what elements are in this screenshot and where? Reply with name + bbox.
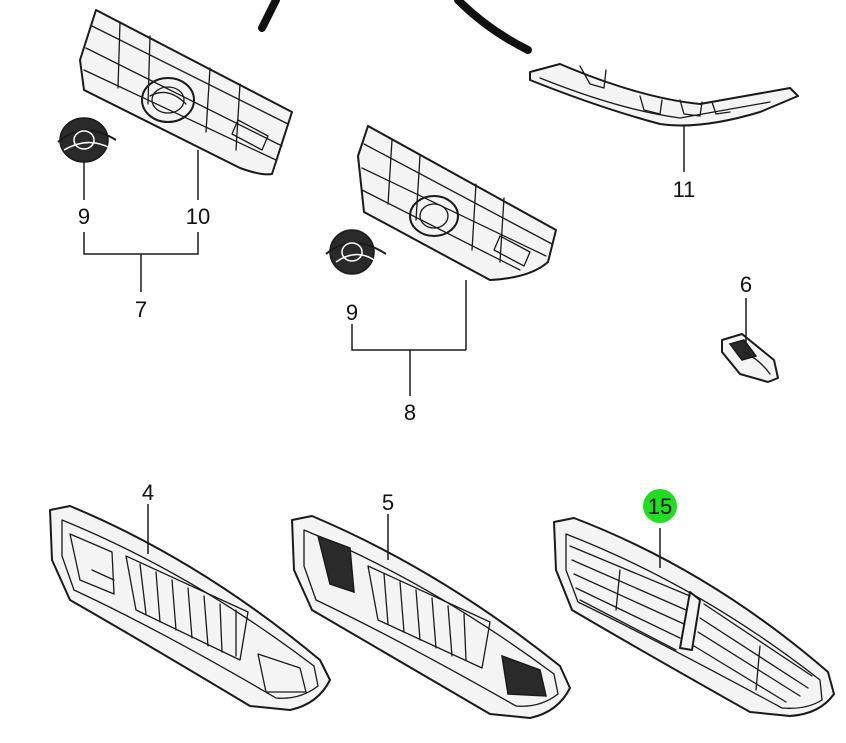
badge-part-6[interactable]: [721, 333, 779, 383]
callout-9-left: 9: [78, 204, 90, 229]
lower-grille-part-4[interactable]: [49, 505, 331, 711]
callout-15[interactable]: 15: [648, 494, 672, 519]
leader-lines-8: [351, 280, 467, 396]
grille-insert-part-15[interactable]: [553, 517, 835, 717]
callout-15-highlight: [643, 489, 677, 523]
grille-part-10[interactable]: [79, 9, 293, 176]
callout-8: 8: [404, 400, 416, 425]
callout-11: 11: [673, 177, 696, 202]
callout-5: 5: [382, 490, 394, 515]
partial-part-top: [258, 0, 532, 54]
moulding-part-11[interactable]: [529, 63, 799, 127]
emblem-part-9-left[interactable]: [57, 117, 117, 163]
callout-7: 7: [135, 297, 147, 322]
callout-10: 10: [186, 204, 210, 229]
lower-grille-part-5[interactable]: [291, 515, 571, 719]
callout-6: 6: [740, 272, 752, 297]
leader-lines-7: [83, 150, 199, 292]
callout-9-center: 9: [346, 300, 358, 325]
emblem-part-9-center[interactable]: [325, 229, 387, 275]
callout-4: 4: [142, 480, 154, 505]
grille-assembly-part-8[interactable]: [357, 125, 557, 281]
